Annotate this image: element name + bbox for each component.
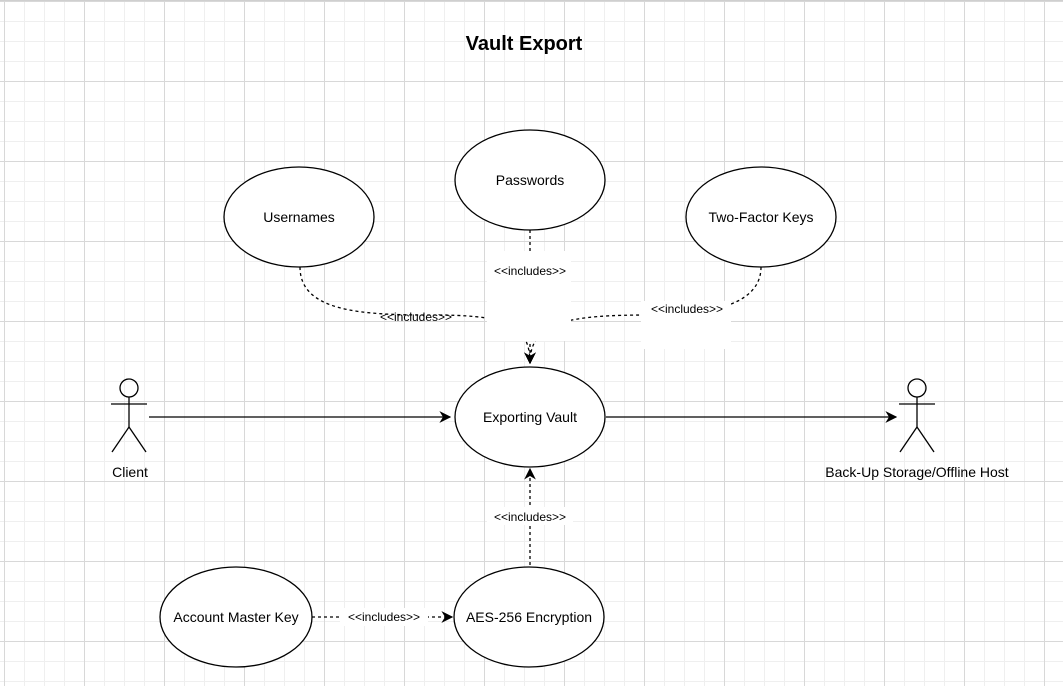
actor-label: Back-Up Storage/Offline Host bbox=[825, 464, 1008, 480]
include-label-master-key: <<includes>> bbox=[348, 610, 420, 624]
include-label-background bbox=[487, 507, 573, 525]
actor-client[interactable]: Client bbox=[111, 378, 148, 480]
actor-label: Client bbox=[112, 464, 148, 480]
edge-usernames-exporting bbox=[299, 266, 536, 365]
use-case-label: Two-Factor Keys bbox=[708, 209, 813, 225]
use-case-label: Account Master Key bbox=[173, 609, 298, 625]
use-case-two-factor-keys[interactable]: Two-Factor Keys bbox=[685, 166, 837, 268]
use-case-aes-256-encryption[interactable]: AES-256 Encryption bbox=[453, 566, 605, 668]
use-case-label: Exporting Vault bbox=[483, 409, 577, 425]
use-case-account-master-key[interactable]: Account Master Key bbox=[159, 566, 313, 668]
use-case-label: Passwords bbox=[496, 172, 564, 188]
actor-backup-storage[interactable]: Back-Up Storage/Offline Host bbox=[825, 378, 1009, 480]
use-case-exporting-vault[interactable]: Exporting Vault bbox=[454, 366, 606, 468]
include-label-passwords: <<includes>> bbox=[494, 264, 566, 278]
diagram-title: Vault Export bbox=[466, 33, 583, 55]
include-label-background bbox=[487, 251, 571, 341]
use-case-label: AES-256 Encryption bbox=[466, 609, 592, 625]
use-case-usernames[interactable]: Usernames bbox=[223, 166, 375, 268]
include-label-aes: <<includes>> bbox=[494, 510, 566, 524]
stick-figure-icon bbox=[111, 378, 147, 453]
include-label-background bbox=[340, 608, 428, 626]
use-case-label: Usernames bbox=[263, 209, 335, 225]
include-label-two-factor: <<includes>> bbox=[651, 302, 723, 316]
use-case-passwords[interactable]: Passwords bbox=[454, 129, 606, 231]
stick-figure-icon bbox=[899, 378, 935, 453]
include-label-background bbox=[641, 301, 731, 349]
include-label-usernames: <<includes>> bbox=[380, 310, 452, 324]
